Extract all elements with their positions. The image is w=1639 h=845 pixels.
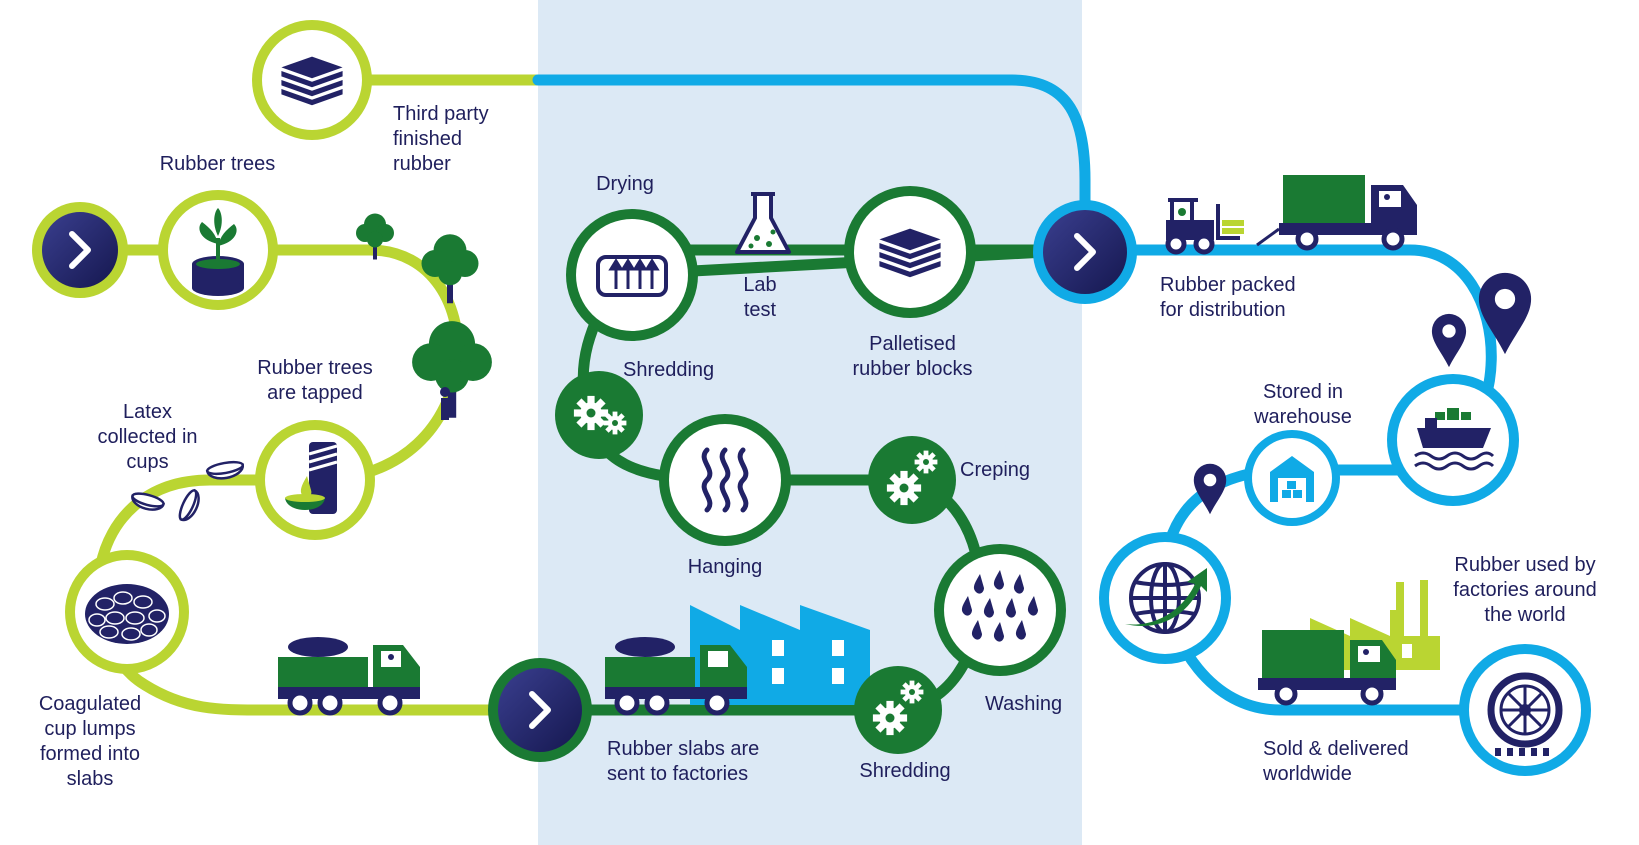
truck-lumps-icon — [278, 637, 420, 716]
label-washing: Washing — [985, 693, 1063, 715]
location-pin-icon — [1193, 463, 1227, 515]
label-trees-tapped: Rubber trees are tapped — [257, 357, 373, 404]
label-used-by: Rubber used by factories around the worl… — [1453, 554, 1597, 626]
label-hanging: Hanging — [687, 556, 763, 578]
third-party-blocks-icon — [252, 20, 372, 140]
delivery-truck-icon — [1258, 630, 1396, 706]
shredding-gears-icon — [854, 666, 942, 754]
tyre-icon — [1459, 644, 1591, 776]
tapping-tree-icon — [412, 321, 492, 420]
ship-icon — [1387, 374, 1519, 506]
shredding-gears-icon — [555, 371, 643, 459]
lab-flask-icon — [735, 192, 791, 254]
label-shredding-bottom: Shredding — [859, 760, 951, 782]
latex-cup-icon — [131, 460, 244, 522]
label-creping: Creping — [960, 459, 1031, 481]
washing-drops-icon — [934, 544, 1066, 676]
tapping-icon — [255, 420, 375, 540]
label-palletised: Palletised rubber blocks — [852, 333, 973, 380]
label-third-party: Third party finished rubber — [393, 103, 489, 175]
drying-icon — [566, 209, 698, 341]
label-sold: Sold & delivered worldwide — [1263, 738, 1409, 785]
label-slabs-sent: Rubber slabs are sent to factories — [607, 738, 760, 785]
globe-icon — [1099, 532, 1231, 664]
warehouse-icon — [1244, 430, 1340, 526]
label-coagulated: Coagulated cup lumps formed into slabs — [38, 693, 142, 790]
label-shredding-top: Shredding — [623, 359, 715, 381]
forklift-icon — [1165, 198, 1244, 255]
label-stored: Stored in warehouse — [1254, 381, 1352, 428]
label-lab-test: Lab test — [743, 274, 777, 321]
pallet-blocks-icon — [844, 186, 976, 318]
label-packed: Rubber packed for distribution — [1160, 274, 1296, 321]
arrow-start-icon[interactable] — [32, 202, 128, 298]
label-drying: Drying — [596, 173, 654, 195]
label-rubber-trees: Rubber trees — [159, 153, 276, 175]
location-pin-icon — [1431, 313, 1467, 368]
creping-gears-icon — [868, 436, 956, 524]
arrow-factory-icon[interactable] — [488, 658, 592, 762]
delivery-truck-icon — [1256, 175, 1417, 251]
tree-icon — [421, 234, 479, 304]
arrow-distribution-icon[interactable] — [1033, 200, 1137, 304]
truck-lumps-icon — [605, 637, 747, 716]
label-latex-collected: Latex collected in cups — [97, 401, 198, 473]
cup-lumps-icon — [65, 550, 189, 674]
hanging-icon — [659, 414, 791, 546]
sapling-pot-icon — [158, 190, 278, 310]
